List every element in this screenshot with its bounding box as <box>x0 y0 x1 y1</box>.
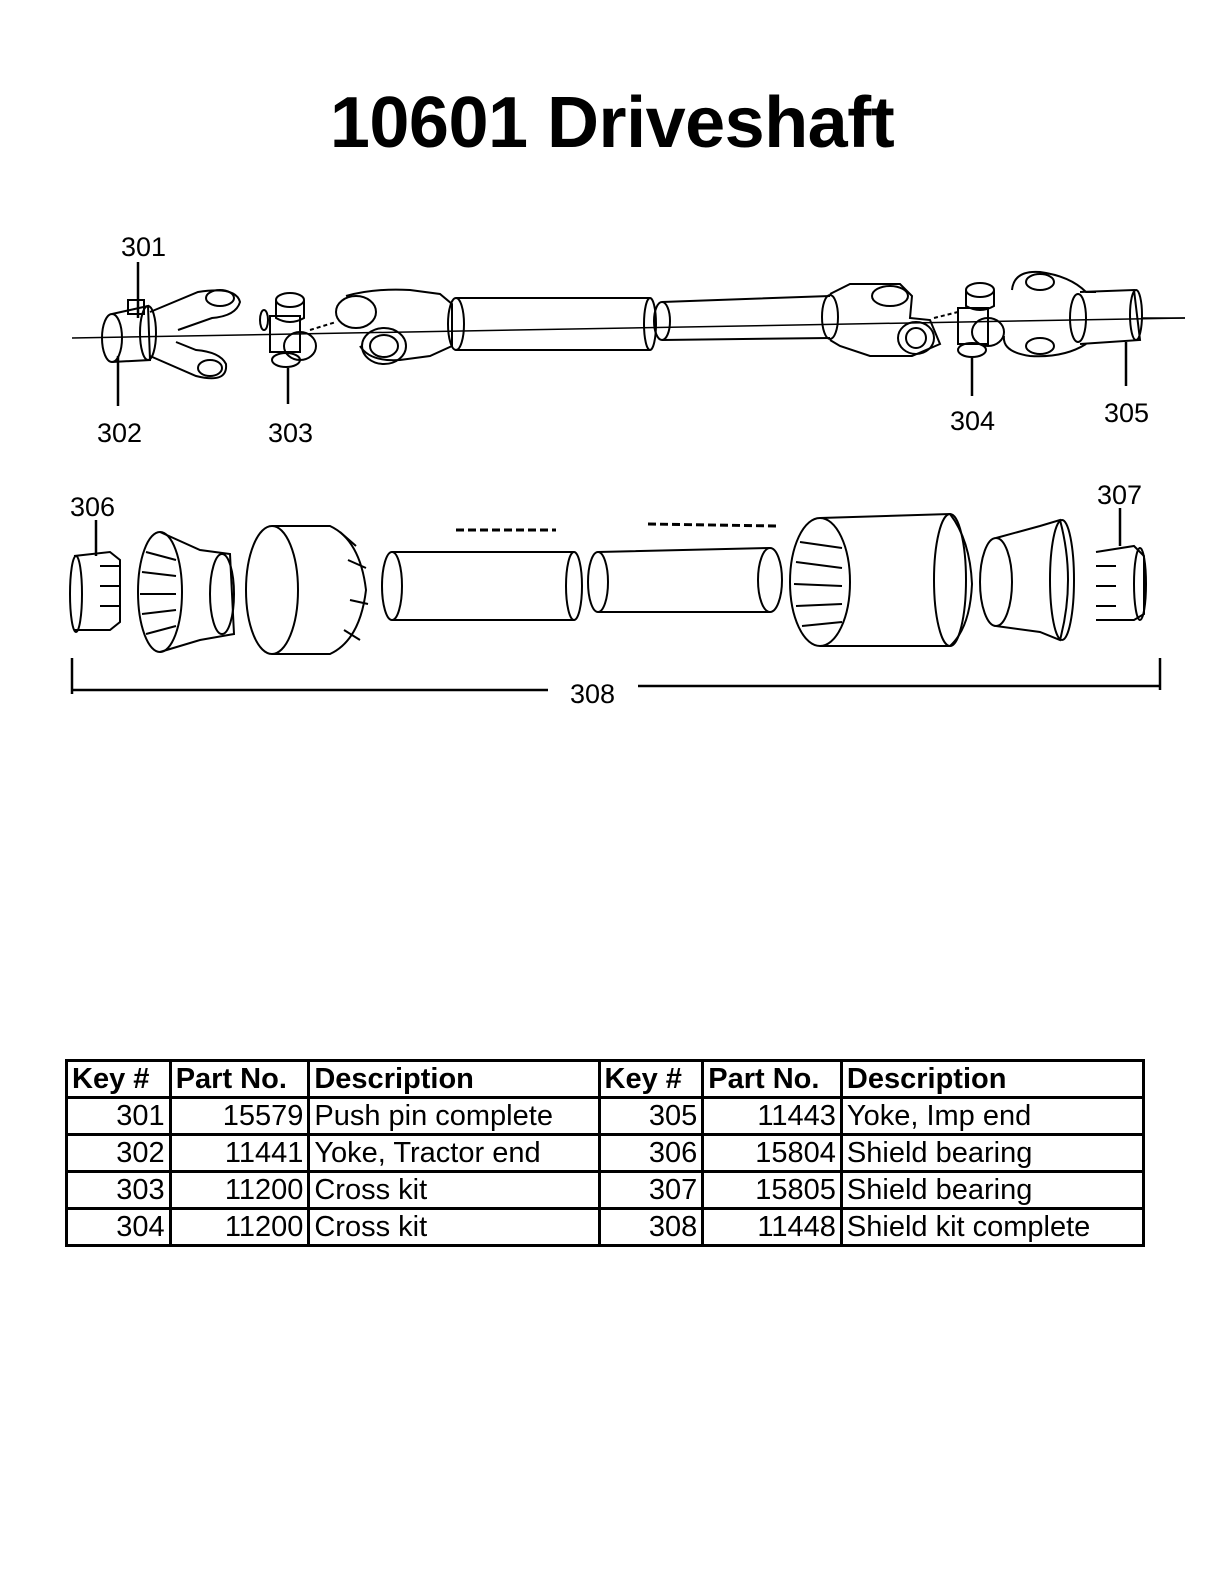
part-no-cell: 11200 <box>168 1207 311 1247</box>
callout-308: 308 <box>570 679 616 709</box>
shield-bearing-left <box>69 550 121 633</box>
page-title: 10601 Driveshaft <box>329 83 895 163</box>
implement-yoke <box>1002 270 1185 358</box>
key-cell: 304 <box>65 1207 172 1247</box>
part-no-cell: 11443 <box>701 1096 843 1136</box>
description-cell: Shield bearing <box>839 1170 1146 1210</box>
shield-tube-left <box>381 551 583 621</box>
driveshaft-assembly <box>71 270 1186 380</box>
part-no-cell: 11200 <box>168 1170 311 1210</box>
key-cell: 303 <box>65 1170 172 1210</box>
part-no-cell: 15805 <box>701 1170 843 1210</box>
description-cell: Shield kit complete <box>839 1207 1146 1247</box>
driveshaft-exploded-diagram <box>69 262 1186 694</box>
part-no-cell: 15804 <box>701 1133 843 1173</box>
callout-306: 306 <box>70 492 116 522</box>
header-description: Description <box>839 1059 1146 1099</box>
callout-305: 305 <box>1104 398 1150 428</box>
cross-kit-left <box>259 292 337 368</box>
tractor-yoke <box>101 289 242 380</box>
header-key: Key # <box>597 1059 705 1099</box>
shield-tube-right <box>587 547 783 613</box>
part-no-cell: 15579 <box>168 1096 311 1136</box>
header-part-no: Part No. <box>168 1059 311 1099</box>
shield-kit-assembly <box>69 512 1147 655</box>
table-row: 303 11200 Cross kit 307 15805 Shield bea… <box>65 1170 1146 1210</box>
table-row: 304 11200 Cross kit 308 11448 Shield kit… <box>65 1207 1146 1247</box>
shield-cone-right <box>979 518 1075 642</box>
safety-chains <box>456 522 777 532</box>
shield-drum-right <box>789 512 974 647</box>
key-cell: 302 <box>65 1133 172 1173</box>
callout-307: 307 <box>1097 480 1143 510</box>
description-cell: Shield bearing <box>839 1133 1146 1173</box>
part-no-cell: 11441 <box>168 1133 311 1173</box>
description-cell: Cross kit <box>307 1170 601 1210</box>
table-row: 302 11441 Yoke, Tractor end 306 15804 Sh… <box>65 1133 1146 1173</box>
description-cell: Yoke, Tractor end <box>307 1133 601 1173</box>
callout-303: 303 <box>268 418 314 448</box>
parts-table: Key # Part No. Description Key # Part No… <box>65 1059 1146 1247</box>
header-description: Description <box>307 1059 601 1099</box>
cross-kit-right <box>933 282 1005 358</box>
key-cell: 301 <box>65 1096 172 1136</box>
table-header-row: Key # Part No. Description Key # Part No… <box>65 1059 1146 1099</box>
header-key: Key # <box>65 1059 172 1099</box>
shield-cone-left <box>137 531 236 653</box>
key-cell: 307 <box>597 1170 705 1210</box>
part-no-cell: 11448 <box>701 1207 843 1247</box>
shield-bearing-right <box>1095 544 1147 621</box>
description-cell: Push pin complete <box>307 1096 601 1136</box>
shield-kit-bracket <box>70 658 1162 694</box>
description-cell: Yoke, Imp end <box>839 1096 1146 1136</box>
description-cell: Cross kit <box>307 1207 601 1247</box>
outer-yoke-right <box>829 283 942 357</box>
lower-leader-lines <box>94 508 1122 556</box>
key-cell: 305 <box>597 1096 705 1136</box>
key-cell: 308 <box>597 1207 705 1247</box>
callout-302: 302 <box>97 418 143 448</box>
header-part-no: Part No. <box>701 1059 843 1099</box>
key-cell: 306 <box>597 1133 705 1173</box>
callout-304: 304 <box>950 406 996 436</box>
upper-leader-lines <box>116 262 1128 406</box>
shield-drum-left <box>245 525 369 655</box>
callout-301: 301 <box>121 232 167 262</box>
inner-yoke-and-tube <box>335 288 839 365</box>
table-row: 301 15579 Push pin complete 305 11443 Yo… <box>65 1096 1146 1136</box>
